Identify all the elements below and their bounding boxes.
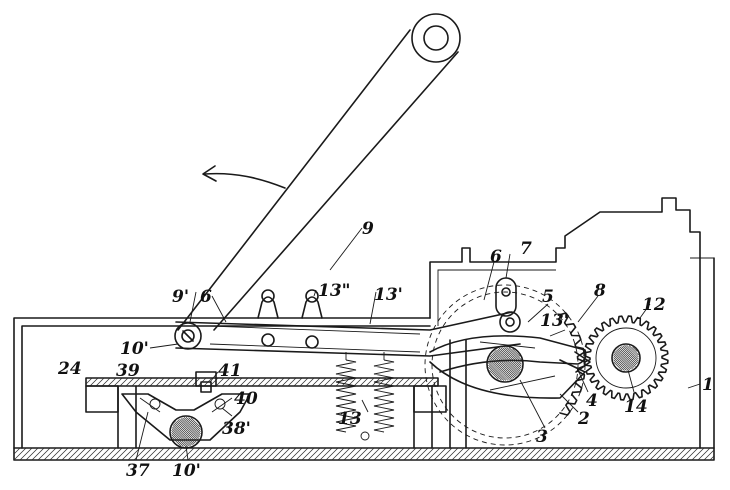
- lugs-13pp: [257, 289, 323, 349]
- label-9: 9: [362, 219, 374, 239]
- label-1: 1: [702, 375, 714, 395]
- shaft-3: [486, 345, 524, 383]
- label-8: 8: [593, 281, 606, 301]
- link-bar-6: [174, 311, 521, 357]
- label-12: 12: [642, 295, 666, 315]
- label-10p-b: 10': [172, 461, 201, 481]
- pawl-assembly: [429, 311, 591, 399]
- label-24: 24: [57, 359, 82, 379]
- direction-arrow: [202, 165, 286, 189]
- label-4: 4: [586, 391, 598, 411]
- slot-7: [495, 277, 517, 317]
- springs-13: [335, 352, 395, 441]
- base-plate: [13, 447, 715, 461]
- label-40: 40: [234, 389, 258, 409]
- label-13p: 13': [374, 285, 403, 305]
- label-2: 2: [577, 409, 590, 429]
- leader-lines: [135, 227, 701, 461]
- housing-frame: [13, 197, 715, 449]
- label-9p: 9': [172, 287, 189, 307]
- label-6a: 6: [200, 287, 212, 307]
- label-13pp: 13": [318, 281, 351, 301]
- label-13p-b: 13': [540, 311, 569, 331]
- label-13: 13: [338, 409, 362, 429]
- label-10p: 10': [120, 339, 149, 359]
- label-3: 3: [536, 427, 548, 447]
- label-6b: 6: [490, 247, 502, 267]
- label-39: 39: [116, 361, 140, 381]
- label-38: 38': [222, 419, 251, 439]
- label-41: 41: [218, 361, 242, 381]
- platform-24: [85, 339, 467, 449]
- label-7: 7: [520, 239, 532, 259]
- gear-12: [583, 315, 669, 401]
- lever-9: [177, 13, 461, 331]
- label-37: 37: [126, 461, 150, 481]
- label-14: 14: [624, 397, 648, 417]
- label-5: 5: [542, 287, 554, 307]
